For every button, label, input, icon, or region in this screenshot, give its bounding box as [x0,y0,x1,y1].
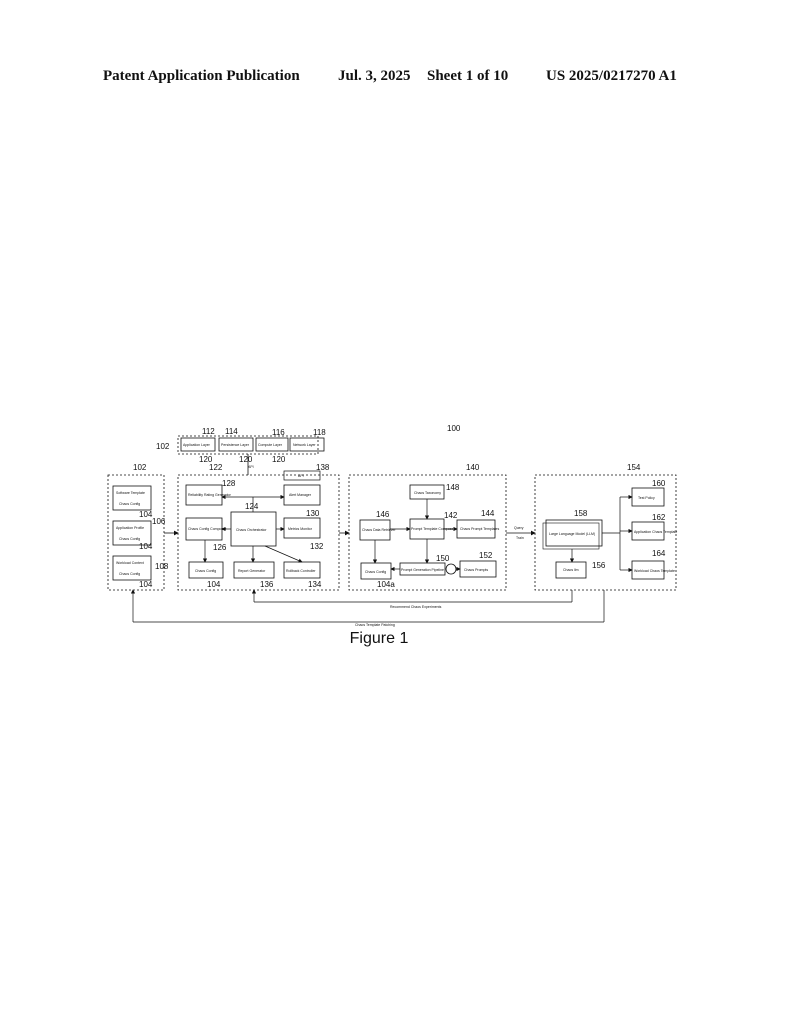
block-app-template: Application Chaos Template [634,530,677,534]
ref: 144 [481,509,495,518]
layers-api: API [248,465,254,469]
ref: 104a [377,580,395,589]
ref: 136 [260,580,274,589]
group-ref: 104 [139,542,153,551]
ref: 148 [446,483,460,492]
header-date: Jul. 3, 2025 [338,68,411,84]
ref: 126 [213,543,227,552]
prompt-ref: 140 [466,463,480,472]
left-group-2: Application Profile Chaos Config 104 106 [112,517,166,551]
prompt-blocks: Chaos Taxonomy 148 Chaos Data Retriever … [359,483,499,589]
block-report: Report Generator [238,569,266,573]
block-retriever: Chaos Data Retriever [362,528,396,532]
layers-ref: 102 [156,442,170,451]
ref: 128 [222,479,236,488]
ref: 142 [444,511,458,520]
ref: 162 [652,513,666,522]
block-template-composer: Prompt Template Composer [411,527,455,531]
block-workload-template: Workload Chaos Template [634,569,675,573]
ref: 152 [479,551,493,560]
engine-api: API [298,474,304,478]
block-metrics: Metrics Monitor [288,527,313,531]
group-sub: Chaos Config [119,537,140,541]
block-prompt-templates: Chaos Prompt Templates [460,527,499,531]
feedback-patching: Chaos Template Patching [355,623,395,627]
link-ref-3: 120 [272,455,286,464]
layer-application: Application Layer [183,443,211,447]
link-ref-1: 120 [199,455,213,464]
layer-persistence-ref: 114 [225,427,238,436]
io-train: Train [516,536,524,540]
block-test-policy: Test Policy [638,496,655,500]
feedback-recommend: Recommend Chaos Experiments [390,605,442,609]
group-side-ref: 108 [155,562,169,571]
link-ref-2: 120 [239,455,253,464]
header-publication: Patent Application Publication [103,68,300,84]
layer-application-ref: 112 [202,427,215,436]
engine-blocks: Reliability Rating Generator 128 Alert M… [185,479,324,589]
ref: 164 [652,549,666,558]
group-side-ref: 106 [152,517,166,526]
group-title: Software Template [116,491,145,495]
block-chaos-config-a: Chaos Config [365,570,386,574]
ref: 124 [245,502,259,511]
io-query: Query [514,526,524,530]
block-composer: Chaos Config Composer [188,527,227,531]
left-group-1: Software Template Chaos Config 104 [112,485,153,519]
ref: 158 [574,509,588,518]
ref: 134 [308,580,322,589]
left-panel-ref: 102 [133,463,147,472]
ref: 156 [592,561,606,570]
ref: 146 [376,510,390,519]
ref: 130 [306,509,320,518]
header-sheet: Sheet 1 of 10 [427,68,509,84]
block-reliability: Reliability Rating Generator [188,493,232,497]
group-ref: 104 [139,510,153,519]
block-pipeline: Prompt Generation Pipeline [401,568,444,572]
block-chaos-config: Chaos Config [195,569,216,573]
layer-compute: Compute Layer [258,443,283,447]
ref: 104 [207,580,221,589]
group-ref: 104 [139,580,153,589]
layer-boxes: Application Layer 112 Persistence Layer … [180,427,326,452]
block-rollback: Rollback Controller [286,569,316,573]
ref: 150 [436,554,450,563]
ref: 160 [652,479,666,488]
group-sub: Chaos Config [119,502,140,506]
group-sub: Chaos Config [119,572,140,576]
layer-network-ref: 118 [313,428,326,437]
figure-caption: Figure 1 [349,630,409,647]
layer-network: Network Layer [293,443,316,447]
group-title: Workload Context [116,561,144,565]
block-alert: Alert Manager [289,493,312,497]
engine-ref: 122 [209,463,223,472]
layer-compute-ref: 116 [272,428,285,437]
system-ref: 100 [447,424,461,433]
block-chaos-prompts: Chaos Prompts [464,568,488,572]
left-group-3: Workload Context Chaos Config 104 108 [112,555,169,589]
block-taxonomy: Chaos Taxonomy [414,491,441,495]
ref: 132 [310,542,324,551]
block-llm: Large Language Model (LLM) [549,532,595,536]
block-orchestrator: Chaos Orchestrator [236,528,267,532]
group-title: Application Profile [116,526,144,530]
llm-ref: 154 [627,463,641,472]
engine-api-ref: 138 [316,463,330,472]
header-patent-number: US 2025/0217270 A1 [546,68,677,84]
llm-blocks: Large Language Model (LLM) 158 Chaos llm… [542,479,677,580]
block-chaos-llm: Chaos llm [563,568,579,572]
layer-persistence: Persistence Layer [221,443,250,447]
